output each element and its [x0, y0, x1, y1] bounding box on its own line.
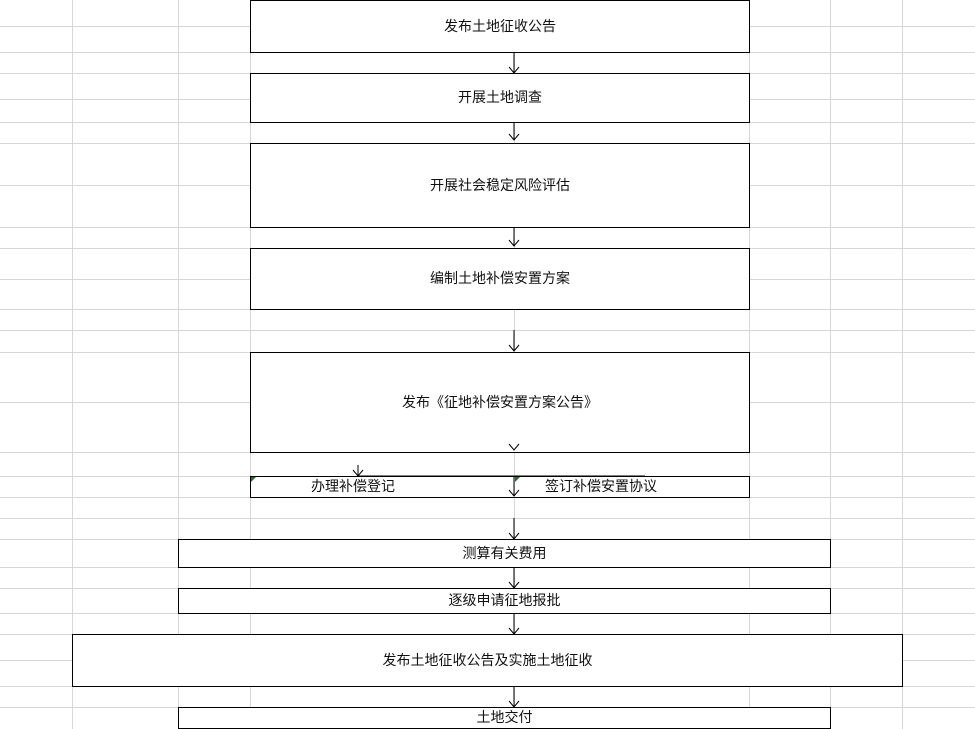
- step-label: 土地交付: [476, 710, 533, 726]
- step-label: 逐级申请征地报批: [448, 593, 561, 609]
- step-publish-land-acquisition-notice: 发布土地征收公告: [250, 0, 750, 53]
- step-publish-compensation-plan-notice: 发布《征地补偿安置方案公告》: [250, 352, 750, 453]
- step-social-stability-risk-assessment: 开展社会稳定风险评估: [250, 143, 750, 228]
- step-calculate-costs: 测算有关费用: [178, 539, 831, 568]
- branch-compensation-registration: 办理补偿登记: [311, 479, 395, 495]
- step-label: 发布土地征收公告: [444, 18, 556, 35]
- corner-marker: [515, 477, 520, 482]
- step-land-survey: 开展土地调查: [250, 73, 750, 123]
- step-label: 测算有关费用: [462, 545, 547, 562]
- step-land-handover: 土地交付: [178, 707, 831, 729]
- corner-marker: [251, 477, 256, 482]
- step-label: 发布《征地补偿安置方案公告》: [402, 394, 598, 411]
- step-compensation-plan: 编制土地补偿安置方案: [250, 248, 750, 310]
- step-label: 开展土地调查: [458, 90, 542, 106]
- branch-sign-agreement: 签订补偿安置协议: [545, 479, 657, 495]
- step-publish-and-implement-acquisition: 发布土地征收公告及实施土地征收: [72, 634, 903, 687]
- step-label: 编制土地补偿安置方案: [430, 271, 570, 287]
- step-apply-for-approval: 逐级申请征地报批: [178, 588, 831, 614]
- branch-row: [250, 476, 750, 498]
- step-label: 发布土地征收公告及实施土地征收: [382, 652, 593, 669]
- step-label: 开展社会稳定风险评估: [430, 177, 570, 194]
